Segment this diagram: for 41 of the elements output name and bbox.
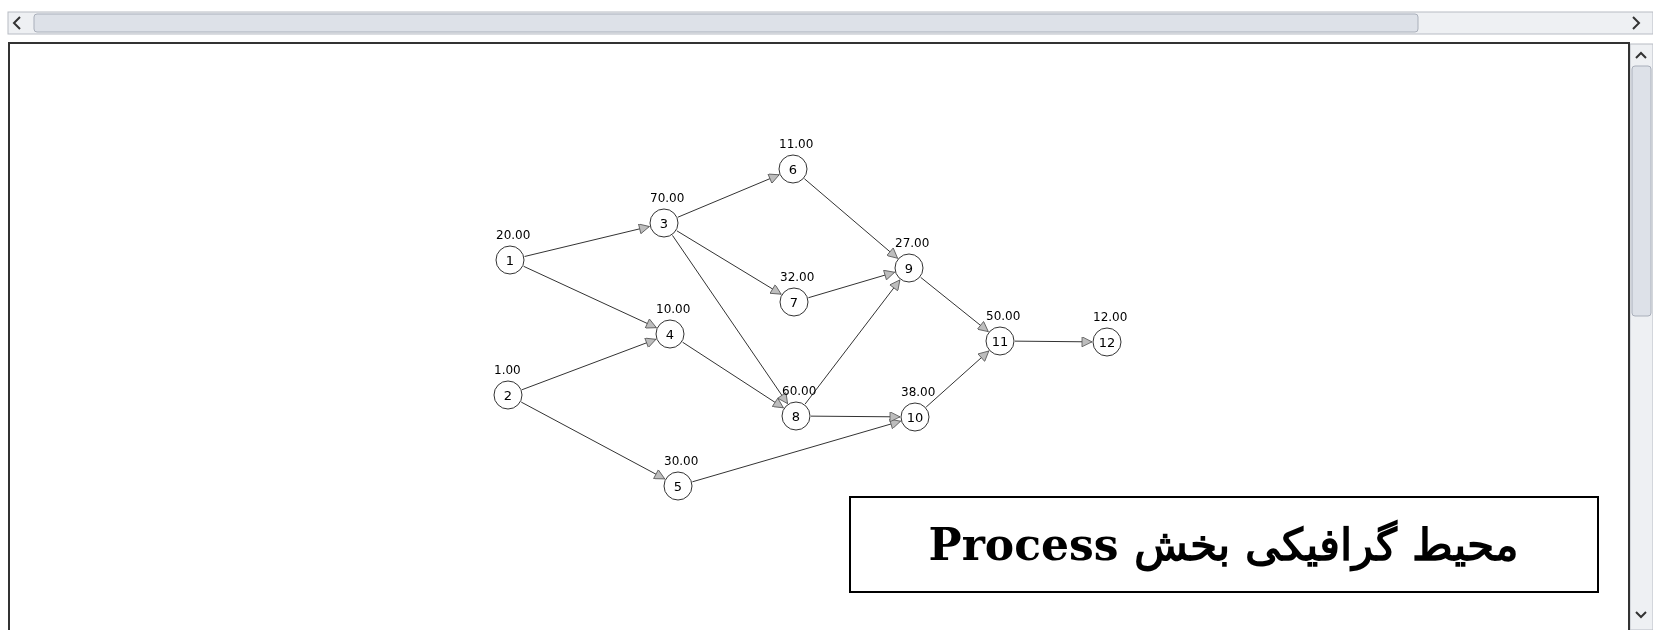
node-number: 4 [665, 326, 675, 342]
arrow [677, 173, 780, 218]
arrow [804, 279, 901, 405]
duration-label: 12.00 [1093, 310, 1128, 324]
duration-label: 1.00 [494, 363, 521, 377]
arrow [810, 411, 901, 423]
arrow [691, 418, 902, 483]
arrow [520, 401, 666, 480]
arrow [925, 350, 990, 408]
node-number: 7 [789, 294, 799, 310]
node-number: 3 [659, 215, 669, 231]
arrow [920, 276, 989, 333]
arrow [521, 337, 657, 391]
node-number: 8 [791, 408, 801, 424]
arrow [803, 178, 899, 259]
node-number: 1 [505, 252, 515, 268]
arrow [524, 223, 650, 257]
duration-label: 38.00 [901, 385, 936, 399]
duration-label: 50.00 [986, 309, 1021, 323]
duration-label: 11.00 [779, 137, 814, 151]
duration-label: 10.00 [656, 302, 691, 316]
arrow [1014, 336, 1093, 348]
duration-label: 60.00 [782, 384, 817, 398]
arrow [682, 341, 784, 409]
arrow [807, 269, 896, 299]
node-number: 9 [904, 260, 914, 276]
arrow [523, 265, 657, 329]
duration-label: 20.00 [496, 228, 531, 242]
node-number: 10 [906, 409, 924, 425]
node-number: 6 [788, 161, 798, 177]
node-number: 12 [1098, 334, 1116, 350]
duration-label: 70.00 [650, 191, 685, 205]
arrow [671, 234, 789, 405]
duration-label: 32.00 [780, 270, 815, 284]
node-number: 11 [991, 333, 1009, 349]
duration-label: 30.00 [664, 454, 699, 468]
node-number: 2 [503, 387, 513, 403]
duration-label: 27.00 [895, 236, 930, 250]
diagram-title: محیط گرافیکی بخش Process [849, 496, 1599, 593]
node-number: 5 [673, 478, 683, 494]
arrow [676, 230, 782, 295]
